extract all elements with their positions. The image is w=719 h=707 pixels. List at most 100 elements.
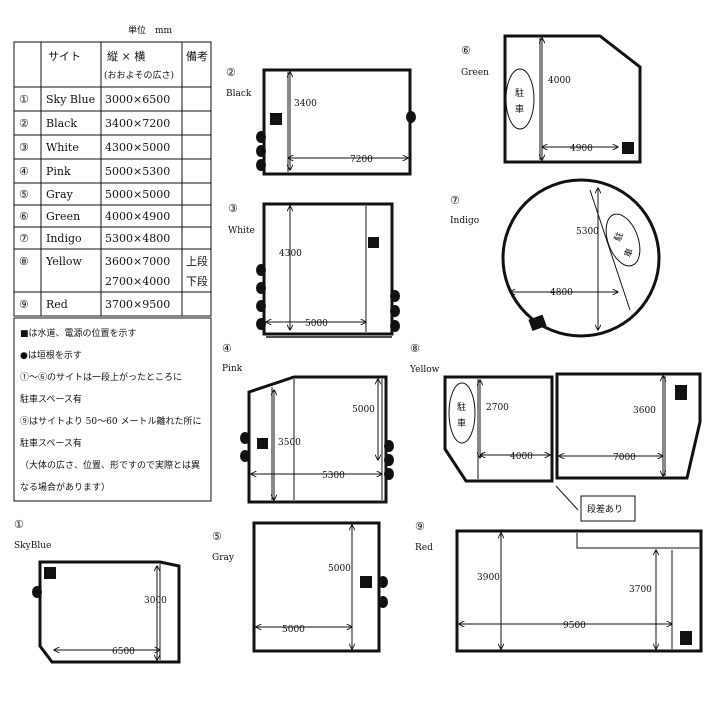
parking-label: 車 [457, 417, 466, 429]
header-site: サイト [48, 50, 81, 63]
dim-horizontal: 4900 [570, 144, 593, 154]
row-number: ⑧ [19, 255, 29, 268]
row-number: ③ [19, 141, 29, 154]
water-power-icon [680, 631, 692, 645]
dim-horizontal: 5000 [282, 625, 305, 635]
dim-vertical: 5000 [352, 405, 375, 415]
water-power-icon [44, 567, 56, 579]
row-size: 5300×4800 [105, 232, 170, 245]
site-num: ⑧ [410, 342, 420, 355]
site-label: Red [415, 543, 433, 553]
site-indigo: ⑦ Indigo 5300 4800 駐 車 [450, 178, 661, 338]
hedge-icon [390, 320, 400, 332]
step-note-box [580, 495, 636, 522]
row-number: ① [19, 93, 29, 106]
note-line: ⑨はサイトより 50～60 メートル離れた所に [20, 415, 201, 427]
hedge-icon [256, 282, 266, 294]
site-label: Black [226, 89, 252, 99]
site-label: Pink [222, 364, 243, 374]
dim-horizontal: 4800 [550, 288, 573, 298]
site-red: ⑨ Red 3900 3700 9500 [415, 520, 703, 653]
site-black: ② Black 3400 7200 [226, 66, 416, 176]
row-number: ⑨ [19, 298, 29, 311]
water-power-icon [622, 142, 634, 154]
dim-vertical: 3400 [294, 99, 317, 109]
dim-vertical: 4300 [279, 249, 302, 259]
legend-notes: ■は水道、電源の位置を示す ●は垣根を示す ①～⑥のサイトは一段上がったところに… [13, 317, 212, 502]
row-note: 上段 [186, 254, 208, 268]
site-num: ② [226, 66, 236, 79]
note-line: なる場合があります） [20, 481, 110, 493]
hedge-icon [390, 290, 400, 302]
water-power-icon [257, 438, 268, 449]
dim-horizontal: 4000 [510, 452, 533, 462]
step-note: 段差あり [587, 503, 623, 515]
hedge-icon [256, 159, 266, 171]
note-line: 駐車スペース有 [20, 393, 82, 405]
site-pink: ④ Pink 5000 3500 5300 [222, 342, 394, 504]
row-size: 5000×5300 [105, 165, 170, 178]
dim-vertical: 5300 [576, 227, 599, 237]
dim-vertical: 3900 [477, 573, 500, 583]
parking-label: 車 [515, 103, 524, 115]
site-label: Green [461, 68, 489, 78]
note-line: 駐車スペース有 [20, 437, 82, 449]
note-line: ●は垣根を示す [20, 349, 82, 361]
indigo-boundary [501, 178, 661, 338]
hedge-icon [390, 305, 400, 317]
row-number: ⑦ [19, 232, 29, 245]
site-num: ⑨ [415, 520, 425, 533]
water-power-icon [360, 576, 372, 588]
site-white: ③ White 4300 5000 [228, 202, 400, 338]
site-label: SkyBlue [14, 541, 51, 551]
water-power-icon [528, 314, 547, 332]
row-size: 2700×4000 [105, 275, 170, 288]
row-size: 3700×9500 [105, 298, 170, 311]
note-line: ■は水道、電源の位置を示す [20, 327, 137, 339]
hedge-icon [378, 596, 388, 608]
hedge-icon [256, 145, 266, 157]
row-site-name: Red [46, 298, 68, 311]
site-label: Gray [212, 553, 235, 563]
row-site-name: Sky Blue [46, 93, 95, 106]
dim-vertical: 4000 [548, 76, 571, 86]
row-size: 3400×7200 [105, 117, 170, 130]
site-num: ⑦ [450, 194, 460, 207]
dim-vertical: 3700 [629, 585, 652, 595]
site-num: ⑥ [461, 44, 471, 57]
row-number: ② [19, 117, 29, 130]
site-num: ① [14, 518, 24, 531]
row-number: ⑥ [19, 210, 29, 223]
row-site-name: Green [46, 210, 80, 223]
hedge-icon [384, 454, 394, 466]
water-power-icon [368, 237, 379, 248]
dim-vertical: 2700 [486, 403, 509, 413]
dim-horizontal: 7000 [613, 453, 636, 463]
hedge-icon [378, 576, 388, 588]
row-site-name: Gray [46, 188, 74, 201]
dim-vertical: 3600 [633, 406, 656, 416]
dim-horizontal: 7200 [350, 155, 373, 165]
parking-label: 駐 [612, 230, 626, 243]
hedge-icon [256, 318, 266, 330]
site-label: White [228, 226, 255, 236]
row-size: 4300×5000 [105, 141, 170, 154]
site-green: ⑥ Green 4000 4900 駐 車 [461, 34, 642, 164]
row-site-name: Pink [46, 165, 71, 178]
row-number: ④ [19, 165, 29, 178]
water-power-icon [270, 113, 282, 125]
site-table: サイト 縦 × 横 (おおよその広さ) 備考 ① Sky Blue 3000×650… [13, 41, 212, 317]
header-size: 縦 × 横 [107, 49, 145, 63]
hedge-icon [256, 131, 266, 143]
header-note: 備考 [186, 50, 208, 63]
note-line: ①～⑥のサイトは一段上がったところに [20, 371, 182, 383]
hedge-icon [256, 264, 266, 276]
hedge-icon [256, 300, 266, 312]
row-site-name: Black [46, 117, 77, 130]
hedge-icon [240, 450, 250, 462]
header-size-sub: (おおよその広さ) [104, 69, 174, 81]
row-size: 3000×6500 [105, 93, 170, 106]
dim-horizontal: 5300 [322, 471, 345, 481]
parking-label: 駐 [515, 87, 524, 99]
